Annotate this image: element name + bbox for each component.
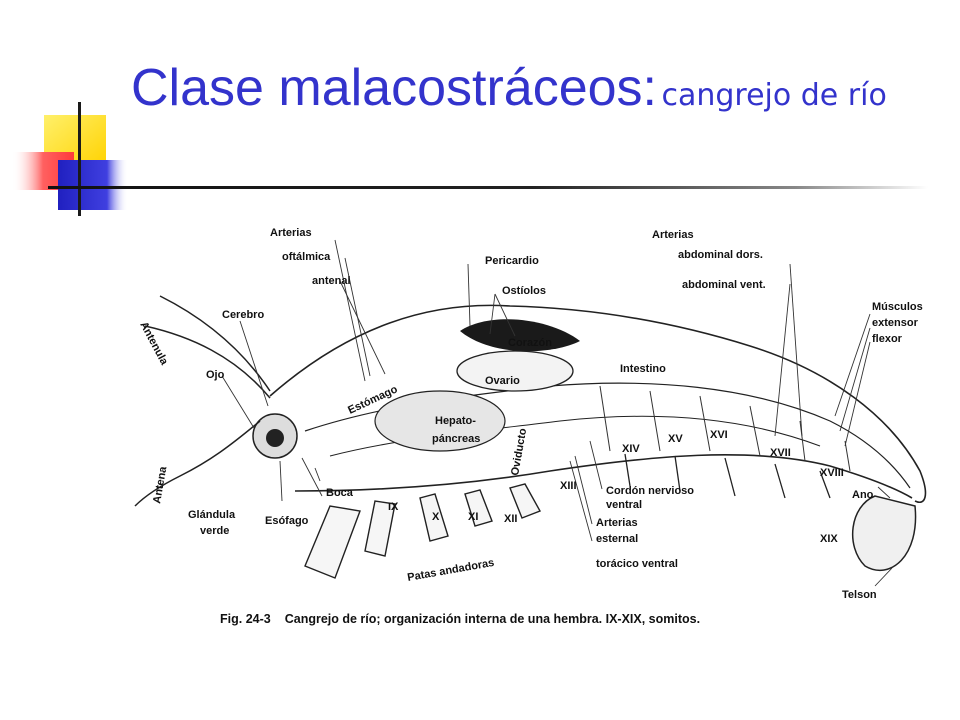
somite-xvii: XVII — [770, 447, 791, 459]
label-boca: Boca — [326, 487, 354, 499]
label-arterias-right: Arterias — [652, 229, 694, 241]
antennae — [134, 295, 271, 507]
somite-xi: XI — [468, 511, 478, 523]
label-telson: Telson — [842, 589, 877, 601]
label-verde: verde — [200, 525, 229, 537]
label-esternal: esternal — [596, 533, 638, 545]
title-sub: cangrejo de río — [661, 78, 887, 113]
label-intestino: Intestino — [620, 363, 666, 375]
label-patas: Patas andadoras — [406, 557, 495, 584]
label-abdominal-vent: abdominal vent. — [682, 279, 766, 291]
somite-xiv: XIV — [622, 443, 640, 455]
caption-text: Cangrejo de río; organización interna de… — [284, 612, 701, 626]
caption-fig-number: Fig. 24-3 — [220, 612, 271, 626]
label-glandula: Glándula — [188, 509, 236, 521]
crayfish-anatomy-diagram: Arterias oftálmica antenal Pericardio Os… — [134, 227, 927, 601]
label-oviducto: Oviducto — [509, 427, 529, 476]
somite-xv: XV — [668, 433, 683, 445]
vertical-rule — [78, 102, 81, 216]
title-underline — [48, 186, 928, 189]
abdomen-segments — [599, 385, 851, 472]
somite-xix: XIX — [820, 533, 838, 545]
label-abdominal-dors: abdominal dors. — [678, 249, 763, 261]
somite-ix: IX — [388, 501, 399, 513]
ovary-shape — [456, 350, 574, 392]
label-ojo: Ojo — [206, 369, 225, 381]
label-esofago: Esófago — [265, 515, 309, 527]
label-arterias-top: Arterias — [270, 227, 312, 239]
telson-shape — [851, 495, 917, 572]
walking-legs — [304, 483, 542, 579]
figure-caption: Fig. 24-3 Cangrejo de río; organización i… — [220, 612, 860, 626]
label-extensor: extensor — [872, 317, 919, 329]
somite-xii: XII — [504, 513, 517, 525]
blue-square — [58, 160, 128, 210]
label-antena: Antena — [151, 465, 169, 505]
label-ventral: ventral — [606, 499, 642, 511]
somite-xiii: XIII — [560, 480, 577, 492]
label-flexor: flexor — [872, 333, 903, 345]
decorative-corner-blocks — [12, 102, 128, 216]
label-cordon: Cordón nervioso — [606, 485, 694, 497]
label-antenal: antenal — [312, 275, 351, 287]
title-main: Clase malacostráceos: — [131, 59, 657, 117]
label-ostiolos: Ostíolos — [502, 285, 546, 297]
label-pancreas: páncreas — [432, 433, 480, 445]
label-corazon: Corazón — [508, 337, 552, 349]
somite-x: X — [432, 511, 440, 523]
somite-xvi: XVI — [710, 429, 728, 441]
hepatopancreas-shape — [374, 390, 506, 452]
swimmerets — [624, 453, 831, 499]
slide-title: Clase malacostráceos: cangrejo de río — [131, 62, 931, 114]
label-ovario: Ovario — [485, 375, 520, 387]
leader-lines — [221, 239, 893, 587]
label-hepato: Hepato- — [435, 415, 476, 427]
label-toracico: torácico ventral — [596, 558, 678, 570]
label-arterias-bottom: Arterias — [596, 517, 638, 529]
label-antenula: Antenula — [137, 320, 170, 368]
somite-xviii: XVIII — [820, 467, 844, 479]
label-pericardio: Pericardio — [485, 255, 539, 267]
label-ano: Ano — [852, 489, 874, 501]
label-musculos: Músculos — [872, 301, 923, 313]
label-oftalmica: oftálmica — [282, 251, 331, 263]
heart-shape — [460, 319, 580, 352]
label-cerebro: Cerebro — [222, 309, 264, 321]
